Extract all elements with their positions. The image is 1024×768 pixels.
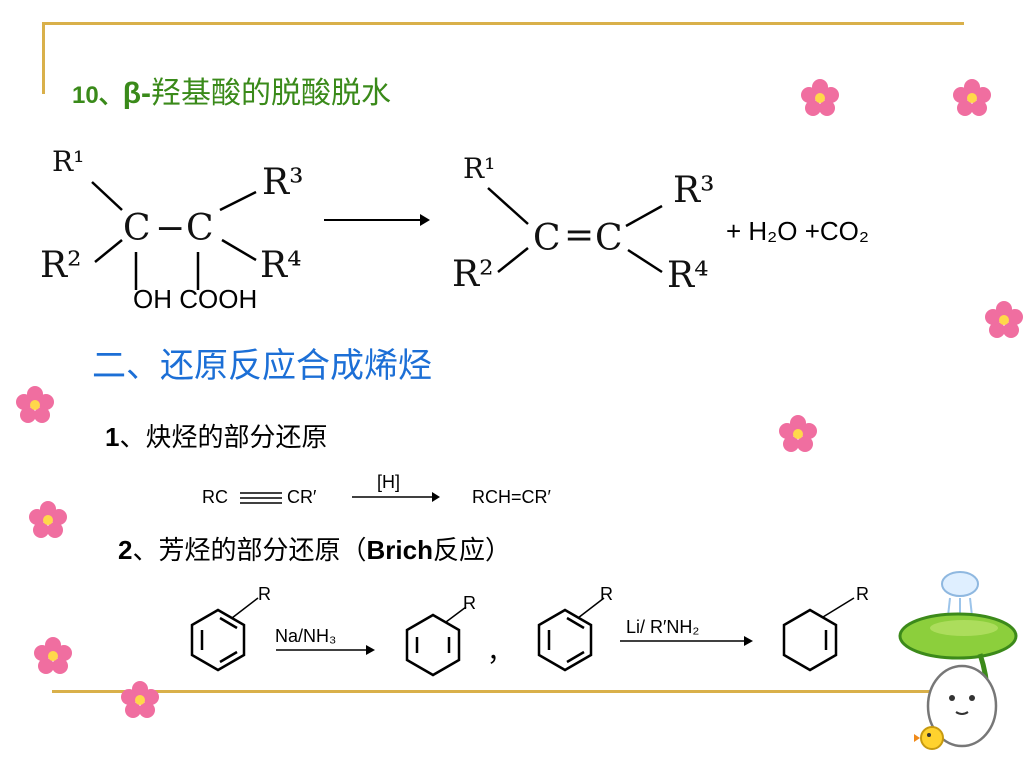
flower-icon (121, 681, 159, 718)
reaction1-byproducts: + H₂O +CO₂ (726, 216, 869, 246)
reactant-c-right: C (186, 208, 214, 249)
birch-r-label-4: R (856, 584, 869, 604)
flower-icon (953, 79, 991, 116)
product-r3: R³ (673, 170, 715, 211)
birch-r-label-2: R (463, 593, 476, 613)
flower-icon (34, 637, 72, 674)
flower-icon (801, 79, 839, 116)
subheading-birch-reduction: 2、芳烃的部分还原（Brich反应） (118, 530, 511, 567)
reactant-r3: R³ (262, 162, 304, 203)
product-c-left: C (533, 218, 561, 259)
subheading-alkyne-reduction: 1、炔烃的部分还原 (105, 417, 327, 454)
reactant-r1: R¹ (52, 145, 85, 178)
alkyne-reactant-left: RC (202, 487, 228, 507)
birch-r-label-3: R (600, 584, 613, 604)
product-c-right: C (595, 218, 623, 259)
heading-text: 羟基酸的脱酸脱水 (151, 77, 392, 110)
frame-left-line (42, 22, 45, 94)
alkyne-product: RCH=CR′ (472, 487, 551, 507)
birch-reagent-na-nh3: Na/NH₃ (275, 626, 337, 646)
reactant-substituents: OH COOH (133, 284, 258, 314)
reactant-r4: R⁴ (260, 245, 302, 286)
birch-reagent-li-amine: Li/ R′NH₂ (626, 617, 700, 637)
section2-title: 二、还原反应合成烯烃 (92, 347, 432, 385)
flower-icon (16, 386, 54, 423)
alkyne-reagent: [H] (377, 472, 401, 492)
heading-beta: β- (122, 77, 152, 110)
reactant-bonds (91, 181, 257, 290)
product-r2: R² (452, 254, 494, 295)
subheading2-brich: Brich (366, 535, 433, 565)
birch-r-label-1: R (258, 584, 271, 604)
product-bonds (487, 187, 663, 274)
reactant-r2: R² (40, 245, 82, 286)
subheading1-number: 1 (105, 422, 120, 452)
reactant-c-left: C (123, 208, 151, 249)
product-double-bond: = (564, 215, 595, 256)
alkyne-arrow (352, 492, 440, 502)
triple-bond-icon (240, 492, 282, 504)
frame-bottom-line (52, 690, 964, 693)
alkyne-reactant-right: CR′ (287, 487, 317, 507)
subheading1-text: 、炔烃的部分还原 (119, 422, 328, 452)
reaction1-arrow (324, 214, 430, 226)
reactant-single-bond: − (155, 208, 186, 249)
mascot-icon (898, 571, 1018, 750)
subheading2-tail: 反应） (432, 535, 511, 565)
subheading2-text: 、芳烃的部分还原（ (132, 535, 367, 565)
subheading2-number: 2 (118, 535, 133, 565)
flower-icon (779, 415, 817, 452)
birch-separator: ， (487, 637, 514, 667)
frame-top-line (42, 22, 964, 25)
flower-icon (29, 501, 67, 538)
heading-number: 10、 (72, 82, 123, 109)
heading-beta-hydroxy-acid: 10、β-羟基酸的脱酸脱水 (72, 68, 391, 112)
birch-structures (190, 597, 855, 677)
product-r1: R¹ (463, 152, 496, 185)
flower-icon (985, 301, 1023, 338)
product-r4: R⁴ (667, 255, 709, 296)
